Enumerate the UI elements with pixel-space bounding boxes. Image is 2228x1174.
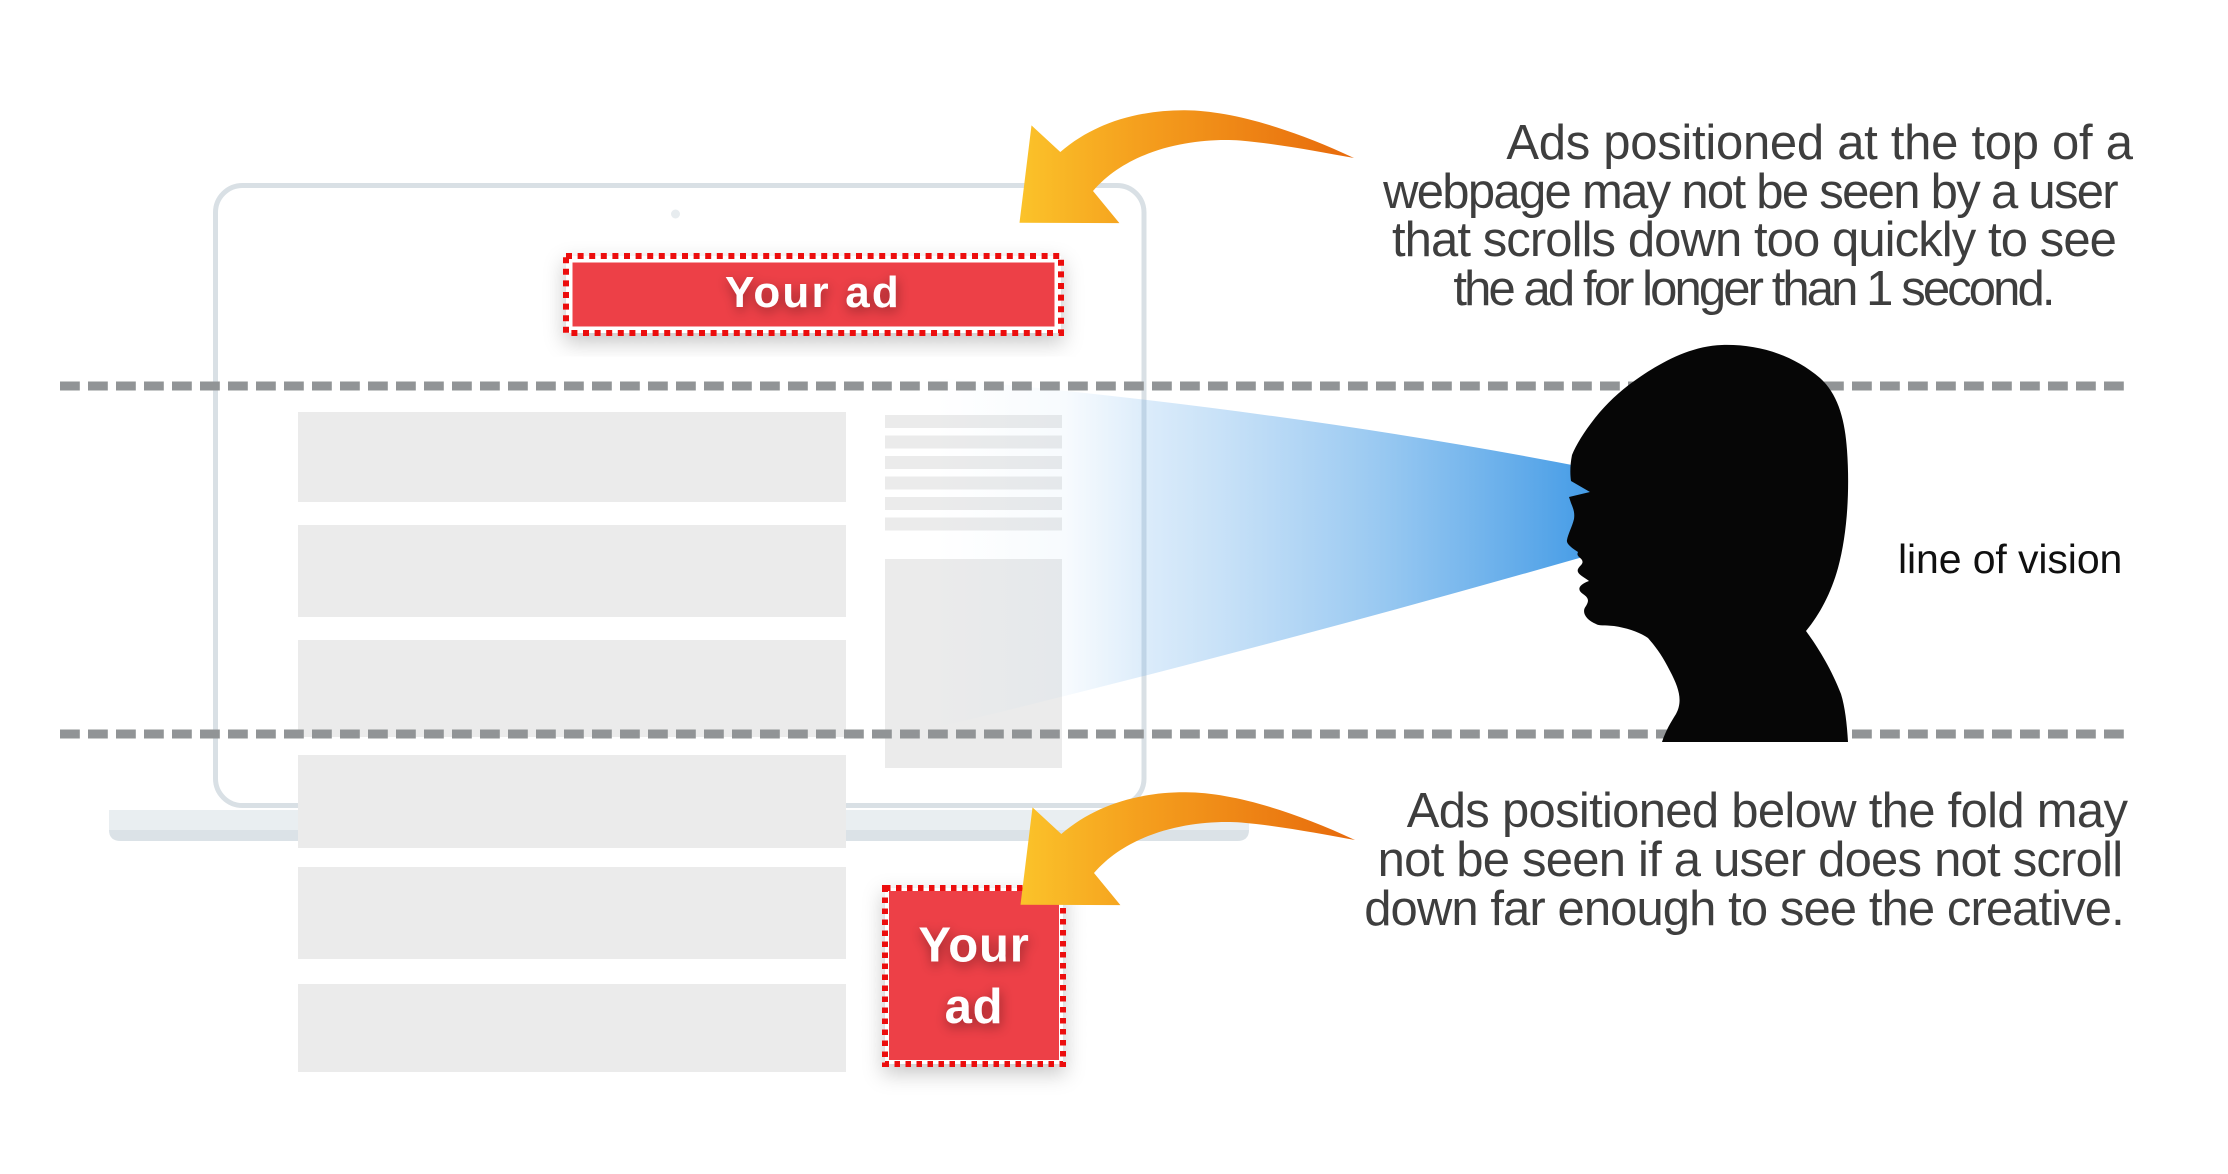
svg-text:ad: ad — [945, 980, 1004, 1034]
svg-text:Your ad: Your ad — [725, 268, 901, 317]
svg-text:Your: Your — [918, 919, 1029, 973]
